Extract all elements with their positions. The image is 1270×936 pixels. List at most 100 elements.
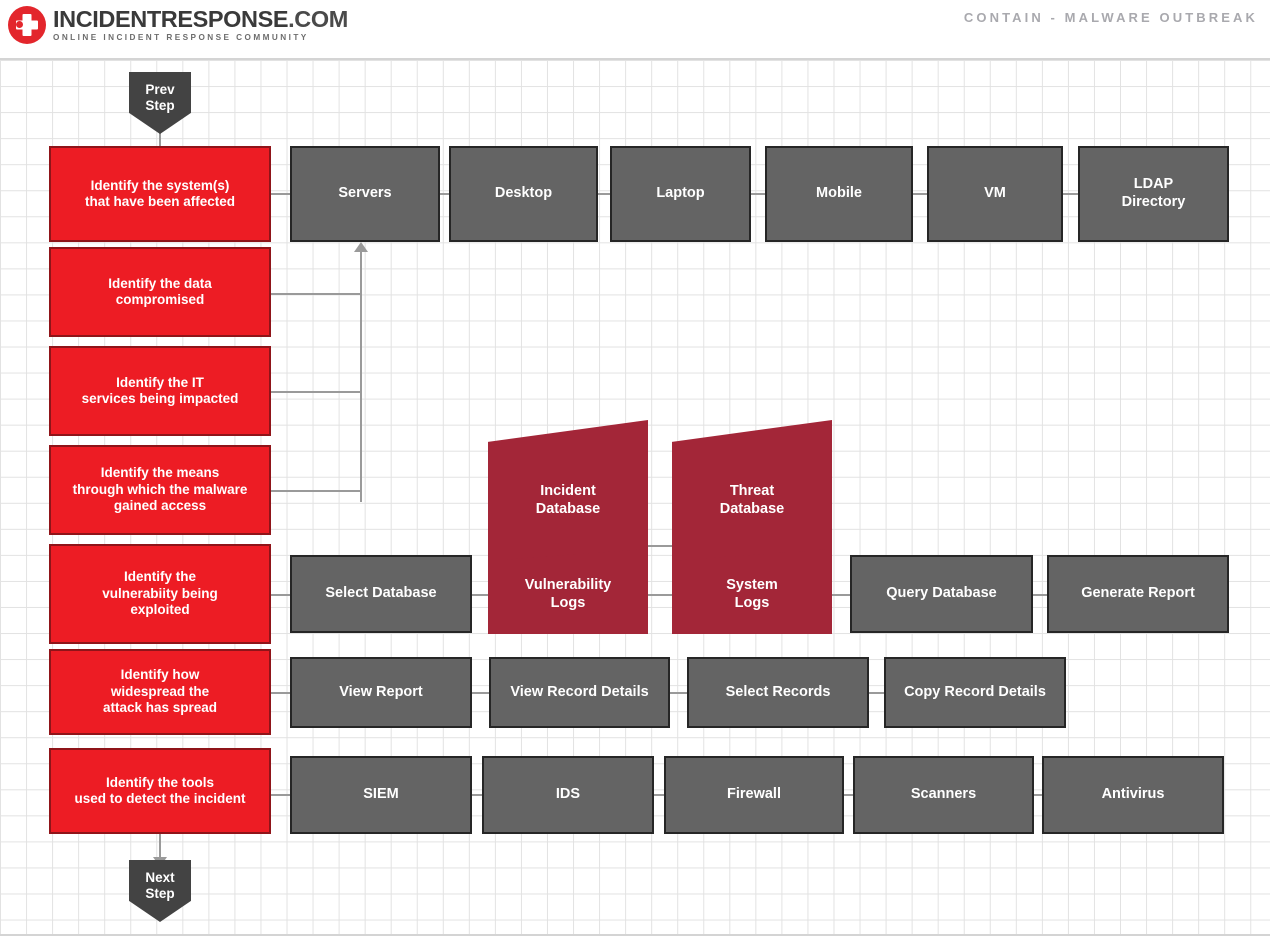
logo-title-suffix: .COM [288,5,348,32]
connector-arrow-up-to-servers [354,242,368,252]
record-node-copy-record-details[interactable]: Copy Record Details [884,657,1066,728]
record-label: View Record Details [510,683,649,700]
system-node-vm[interactable]: VM [927,146,1063,242]
connector-firewall-to-scanners [843,794,854,796]
connector-view-record-to-select-records [669,692,687,694]
logo-text: INCIDENTRESPONSE.COM ONLINE INCIDENT RES… [53,7,348,43]
connector-incident-to-threat-db [648,545,675,547]
page-header: INCIDENTRESPONSE.COM ONLINE INCIDENT RES… [0,0,1270,58]
connector-step6-to-view-report [271,692,291,694]
connector-servers-to-desktop [439,193,454,195]
connector-step7-to-siem [271,794,291,796]
site-logo[interactable]: INCIDENTRESPONSE.COM ONLINE INCIDENT RES… [8,6,348,44]
connector-step1-to-servers [271,193,291,195]
action-node-query-database[interactable]: Query Database [850,555,1033,633]
connector-prev-to-step1 [159,122,161,150]
step-node-identify-systems[interactable]: Identify the system(s)that have been aff… [49,146,271,242]
tool-node-ids[interactable]: IDS [482,756,654,834]
connector-view-report-to-view-record [471,692,490,694]
action-node-generate-report[interactable]: Generate Report [1047,555,1229,633]
record-node-view-report[interactable]: View Report [290,657,472,728]
system-node-mobile[interactable]: Mobile [765,146,913,242]
connector-select-records-to-copy-record [868,692,885,694]
system-label: Servers [338,185,392,202]
connector-step2-to-riser [271,293,362,295]
tool-label: Firewall [727,786,781,803]
connector-query-db-to-generate-report [1032,594,1048,596]
action-node-select-database[interactable]: Select Database [290,555,472,633]
tool-label: Scanners [910,786,977,803]
system-label: Desktop [494,185,553,202]
tool-node-siem[interactable]: SIEM [290,756,472,834]
record-node-select-records[interactable]: Select Records [687,657,869,728]
page-title: CONTAIN - MALWARE OUTBREAK [963,10,1258,25]
connector-vm-to-ldap [1062,193,1079,195]
tool-node-firewall[interactable]: Firewall [664,756,844,834]
record-node-view-record-details[interactable]: View Record Details [489,657,670,728]
action-label: Query Database [886,585,997,602]
connector-siem-to-ids [471,794,483,796]
logo-title-main: INCIDENTRESPONSE [53,5,289,32]
connector-system-logs-to-query-db [832,594,851,596]
connector-laptop-to-mobile [750,193,766,195]
tool-node-scanners[interactable]: Scanners [853,756,1034,834]
system-label: Laptop [656,185,705,202]
tool-label: Antivirus [1101,786,1165,803]
record-label: Copy Record Details [904,683,1046,700]
system-node-servers[interactable]: Servers [290,146,440,242]
system-node-desktop[interactable]: Desktop [449,146,598,242]
connector-select-db-to-vuln-logs [471,594,489,596]
logo-title: INCIDENTRESPONSE.COM [53,7,348,31]
incident-response-logo-icon [8,6,46,44]
connector-mobile-to-vm [912,193,928,195]
tool-label: IDS [555,786,581,803]
connector-desktop-to-laptop [597,193,611,195]
logo-subtitle: ONLINE INCIDENT RESPONSE COMMUNITY [53,33,309,43]
action-label: Generate Report [1081,585,1195,602]
record-label: View Report [339,683,423,700]
logo-dot-icon [16,21,23,28]
tool-node-antivirus[interactable]: Antivirus [1042,756,1224,834]
step-label: Identify the system(s)that have been aff… [84,177,236,209]
action-label: Select Database [325,585,437,602]
connector-riser-vertical [360,252,362,502]
system-label: VM [984,185,1006,202]
connector-vuln-to-system-logs [648,594,675,596]
connector-step7-to-next [159,833,161,866]
connector-step5-to-select-database [271,594,291,596]
tool-label: SIEM [363,786,399,803]
system-label: Mobile [816,185,862,202]
connector-step3-to-riser [271,391,362,393]
record-label: Select Records [725,683,831,700]
connector-ids-to-firewall [653,794,665,796]
connector-step4-to-riser [271,490,362,492]
system-node-laptop[interactable]: Laptop [610,146,751,242]
